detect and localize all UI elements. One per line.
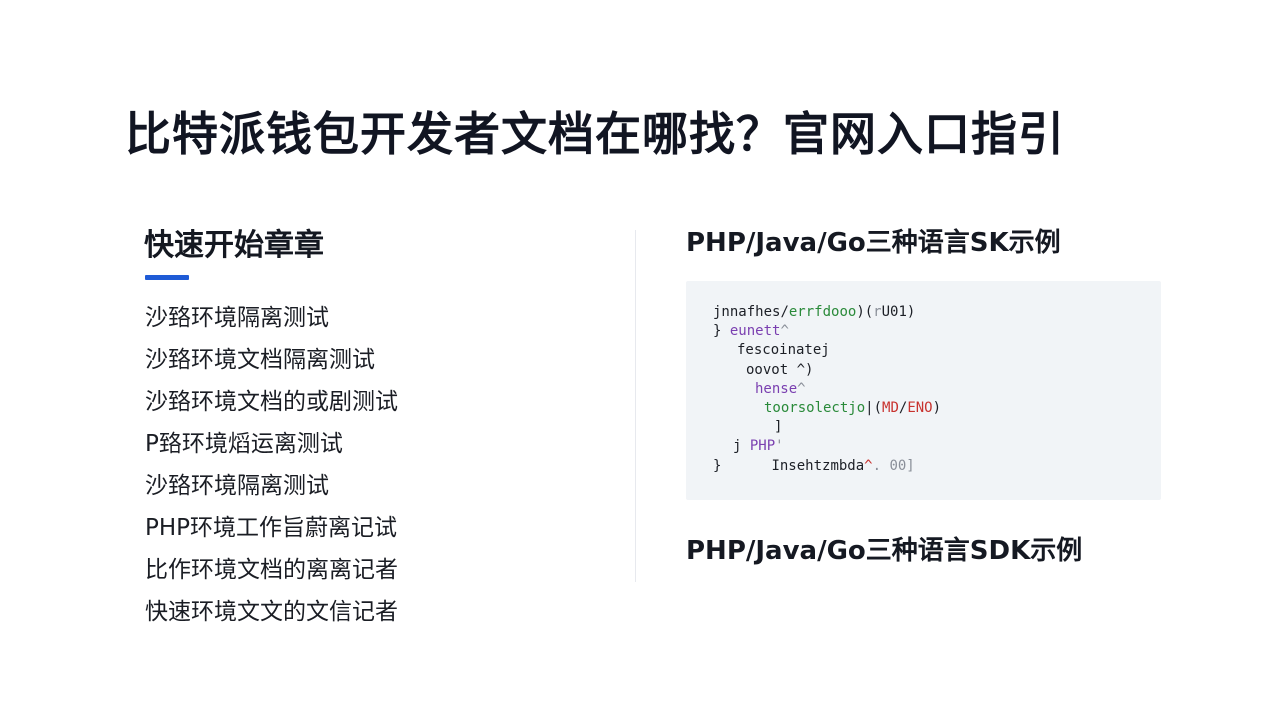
code-token: Insehtzmbda: [771, 458, 865, 474]
list-item: 沙臵环境文档隔离测试: [145, 347, 375, 373]
list-item: 沙臵环境文档的或剧测试: [145, 389, 398, 415]
code-token: MD: [882, 400, 899, 416]
list-item: 沙臵环境隔离测试: [145, 305, 329, 331]
code-line-5: hense^: [755, 380, 806, 398]
code-token: oovot ^): [746, 362, 814, 378]
list-item: 快速环境文文的文信记者: [145, 599, 398, 625]
code-line-8: j PHP': [733, 437, 784, 455]
code-token: fescoinatej: [737, 342, 830, 358]
code-token: j: [733, 438, 750, 454]
code-token: ^: [780, 323, 789, 339]
code-token: hense: [755, 381, 798, 397]
code-token: ': [775, 438, 784, 454]
list-item: PHP环境工作旨蔚离记试: [145, 515, 398, 541]
code-token: }: [713, 323, 730, 339]
code-token: r: [873, 304, 882, 320]
code-line-2: } eunett^: [713, 322, 789, 340]
sdk-examples-heading-bottom: PHP/Java/Go三种语言SDK示例: [686, 536, 1083, 566]
code-token: ]: [774, 419, 783, 435]
page-title: 比特派钱包开发者文档在哪找？官网入口指引: [125, 107, 1065, 161]
code-token: )(: [856, 304, 874, 320]
code-token: U01): [881, 304, 916, 320]
code-line-3: fescoinatej: [737, 341, 830, 359]
column-divider: [635, 230, 636, 582]
code-token: ): [932, 400, 942, 416]
code-line-1: jnnafhes/errfdooo)(rU01): [713, 303, 915, 321]
code-token: ENO: [907, 400, 933, 416]
code-token: /: [780, 304, 789, 320]
code-line-4: oovot ^): [746, 361, 813, 379]
list-item: P臵环境熖运离测试: [145, 431, 343, 457]
code-token: }: [713, 458, 722, 474]
list-item: 比作环境文档的离离记者: [145, 557, 398, 583]
code-token: toorsolectjo: [764, 400, 866, 416]
quick-start-heading: 快速开始章章: [144, 228, 324, 263]
code-token: . 00]: [872, 458, 915, 474]
code-token: eunett: [729, 323, 781, 339]
list-item: 沙臵环境隔离测试: [145, 473, 329, 499]
code-sample-panel: jnnafhes/errfdooo)(rU01) } eunett^ fesco…: [686, 281, 1161, 500]
code-line-6: toorsolectjo|(MD/ENO): [764, 399, 941, 417]
code-token: ^: [864, 458, 873, 474]
code-token: ^: [797, 381, 806, 397]
code-line-7: ]: [774, 418, 782, 436]
heading-accent-bar: [145, 275, 189, 280]
code-token: |(: [865, 400, 883, 416]
code-line-9: } Insehtzmbda^. 00]: [713, 457, 915, 475]
code-token: /: [898, 400, 908, 416]
code-token: errfdooo: [788, 304, 857, 320]
sdk-examples-heading-top: PHP/Java/Go三种语言SK示例: [686, 228, 1061, 258]
code-token: jnnafhes: [713, 304, 781, 320]
quick-start-list: 沙臵环境隔离测试 沙臵环境文档隔离测试 沙臵环境文档的或剧测试 P臵环境熖运离测…: [145, 302, 398, 638]
code-token: PHP: [749, 438, 776, 454]
